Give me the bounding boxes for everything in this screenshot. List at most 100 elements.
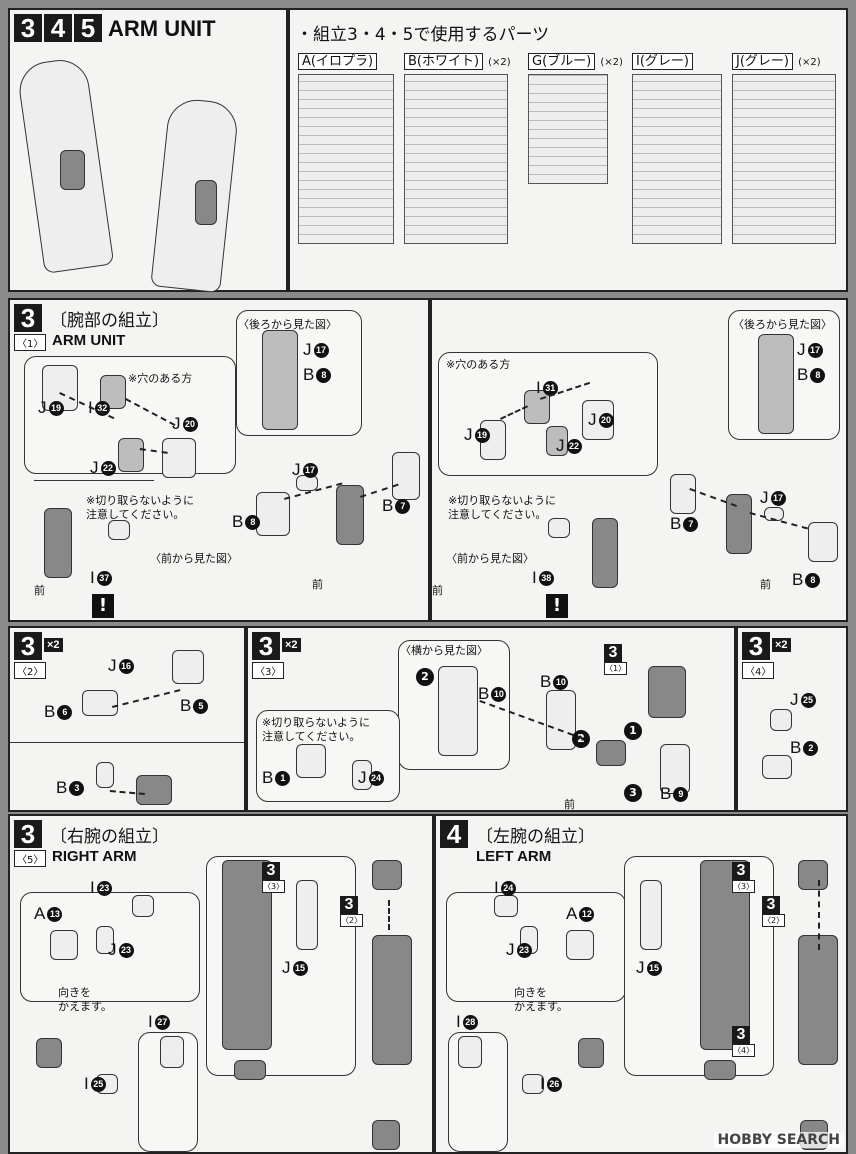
part-number: 23	[96, 880, 112, 896]
step-reference-badge: 3〈2〉	[762, 896, 786, 927]
front-label: 前	[312, 578, 323, 591]
runner-letter: J	[282, 958, 291, 977]
runner-letter: B	[44, 702, 56, 721]
runner-letter: B	[180, 696, 192, 715]
side-view-label: 〈横から見た図〉	[400, 644, 488, 657]
runner-image	[404, 74, 508, 244]
ref-step-num: 3	[732, 862, 750, 880]
part-illustration	[770, 709, 792, 731]
part-illustration	[118, 438, 144, 472]
step-badge: 3	[14, 820, 42, 848]
part-number: 17	[807, 342, 823, 358]
part-illustration	[764, 507, 784, 521]
runner-letter: A	[566, 904, 578, 923]
part-illustration	[566, 930, 594, 960]
runner-label-j: J(グレー) (×2)	[732, 50, 821, 70]
runner-image	[732, 74, 836, 244]
runner-label-b: B(ホワイト) (×2)	[404, 50, 511, 70]
step-sub: 〈1〉	[14, 334, 47, 351]
part-illustration	[162, 438, 196, 478]
hole-side-note: ※穴のある方	[128, 372, 193, 385]
arm-unit-header-panel: 3 4 5 ARM UNIT	[8, 8, 288, 294]
runner-letter: I	[148, 1012, 153, 1031]
part-illustration	[36, 1038, 62, 1068]
part-illustration	[648, 666, 686, 718]
warning-icon: !	[546, 594, 568, 618]
step-badge: 4	[44, 14, 72, 42]
part-number: 20	[598, 412, 614, 428]
runner-letter: B	[670, 514, 682, 533]
step-title-en: RIGHT ARM	[52, 848, 137, 865]
part-number: 7	[683, 516, 699, 532]
part-number: 12	[579, 906, 595, 922]
order-number-icon: 2	[572, 730, 590, 748]
step-badge: 3	[14, 14, 42, 42]
step-badge: 3	[742, 632, 770, 660]
part-number: 15	[646, 960, 662, 976]
step3-3-panel: 3 ×2 〈3〉	[246, 626, 736, 812]
part-number: 23	[516, 942, 532, 958]
part-illustration	[296, 880, 318, 950]
part-number: 3	[69, 780, 85, 796]
runner-name: B(ホワイト)	[404, 53, 484, 70]
runner-letter: A	[34, 904, 46, 923]
assembly-arrow	[388, 900, 390, 930]
part-illustration	[256, 492, 290, 536]
no-cut-note: ※切り取らないように 注意してください。	[86, 494, 194, 521]
part-number: 17	[302, 462, 318, 478]
part-number: 28	[462, 1014, 478, 1030]
part-number: 27	[154, 1014, 170, 1030]
part-illustration	[808, 522, 838, 562]
step3-4-panel: 3 ×2 〈4〉	[736, 626, 848, 812]
part-number: 25	[800, 692, 816, 708]
part-number: 38	[538, 570, 554, 586]
step4-panel: 4 〔左腕の組立〕 LEFT ARM	[434, 814, 848, 1154]
part-illustration	[392, 452, 420, 500]
part-number: 22	[566, 438, 582, 454]
runner-name: I(グレー)	[632, 53, 693, 70]
step-reference-badge: 3〈4〉	[732, 1026, 756, 1057]
part-number: 5	[193, 698, 209, 714]
runner-letter: B	[232, 512, 244, 531]
ref-step-num: 3	[762, 896, 780, 914]
step-badge: 4	[440, 820, 468, 848]
part-illustration	[82, 690, 118, 716]
part-number: 10	[553, 674, 569, 690]
step-badge: 3	[252, 632, 280, 660]
runner-letter: J	[790, 690, 799, 709]
warning-icon: !	[92, 594, 114, 618]
runner-letter: J	[38, 398, 47, 417]
runner-letter: B	[790, 738, 802, 757]
part-illustration	[44, 508, 72, 578]
back-view-callout	[236, 310, 362, 436]
part-illustration	[726, 494, 752, 554]
step-title-jp: 〔腕部の組立〕	[50, 311, 169, 331]
runner-letter: J	[172, 414, 181, 433]
step-badge: 3	[14, 632, 42, 660]
runner-letter: J	[760, 488, 769, 507]
part-number: 32	[94, 400, 110, 416]
divider	[10, 742, 244, 743]
step-reference-badge: 3〈2〉	[340, 896, 364, 927]
part-number: 1	[275, 770, 291, 786]
runner-letter: J	[90, 458, 99, 477]
arm-detail	[195, 180, 217, 225]
part-number: 19	[48, 400, 64, 416]
runner-name: G(ブルー)	[528, 53, 596, 70]
part-illustration	[108, 520, 130, 540]
runner-letter: I	[494, 878, 499, 897]
runner-name: J(グレー)	[732, 53, 793, 70]
callout	[446, 892, 626, 1002]
